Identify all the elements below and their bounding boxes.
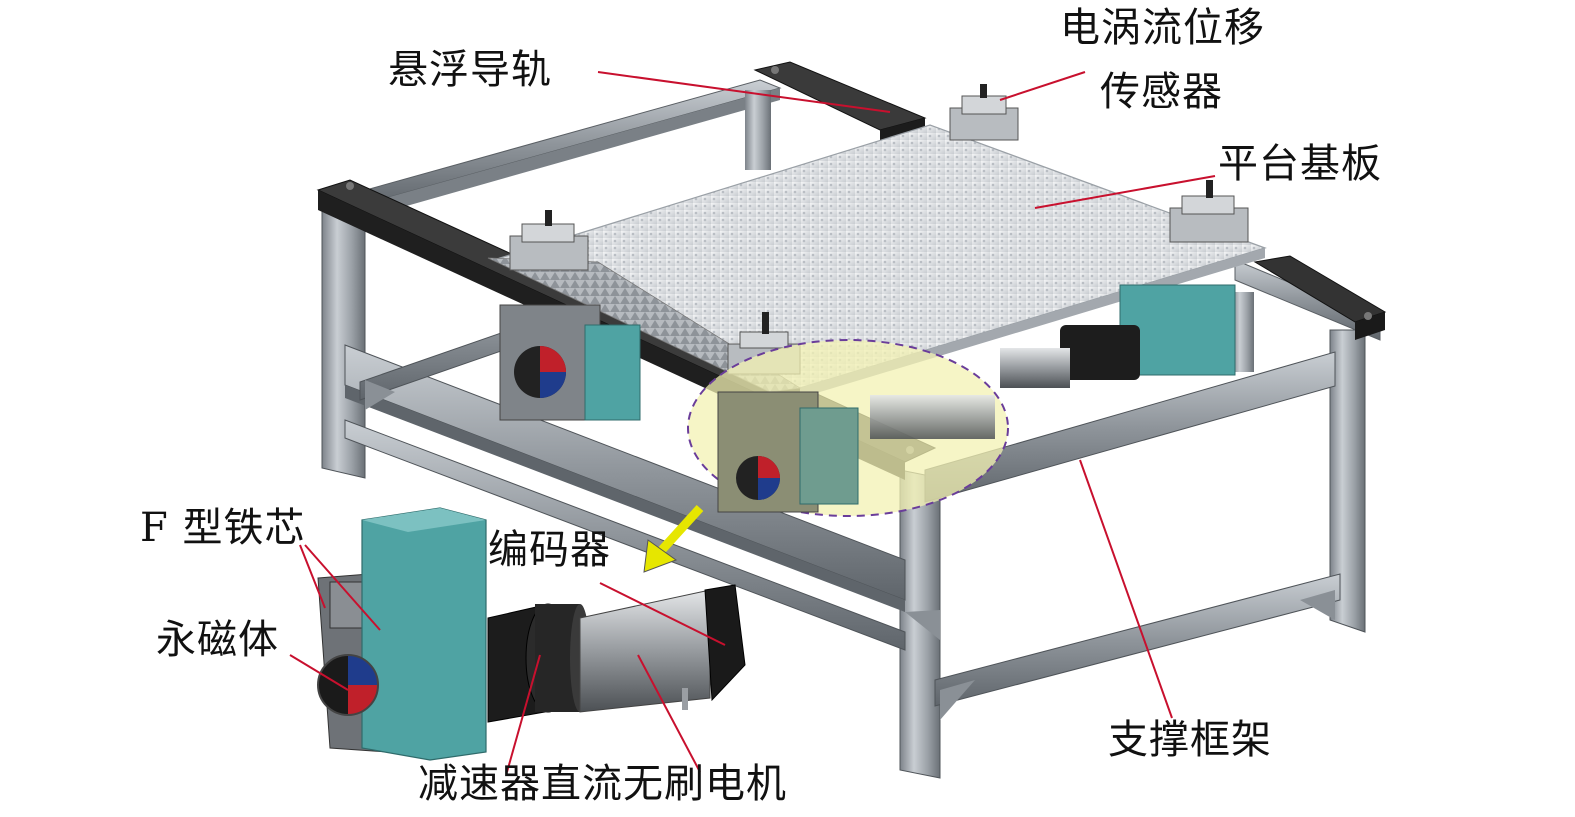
sensor-top xyxy=(949,84,1019,141)
leader-f-core-a xyxy=(299,544,326,609)
label-f-core: F 型铁芯 xyxy=(140,505,306,551)
leader-f-core-b xyxy=(304,544,381,631)
leader-permanent-magnet xyxy=(289,654,349,691)
iron-core-cyan xyxy=(361,507,487,761)
permanent-magnet xyxy=(317,654,379,716)
leader-suspension-rail xyxy=(597,71,891,113)
support-frame xyxy=(321,79,1381,779)
label-reducer-motor: 减速器直流无刷电机 xyxy=(418,761,787,807)
label-eddy-sensor-line2: 传感器 xyxy=(1100,69,1223,115)
zoom-arrow xyxy=(643,504,704,573)
label-suspension-rail: 悬浮导轨 xyxy=(388,47,552,93)
sensor-left xyxy=(509,210,589,271)
maglev-module-right xyxy=(1000,284,1236,388)
leader-eddy-sensor xyxy=(999,71,1086,101)
label-encoder: 编码器 xyxy=(488,527,611,573)
gear-reducer xyxy=(487,603,590,723)
maglev-module-left xyxy=(499,304,641,421)
dc-brushless-motor xyxy=(579,584,746,713)
enlarged-module xyxy=(317,507,746,761)
label-eddy-sensor-line1: 电涡流位移 xyxy=(1060,5,1265,51)
leader-support-frame xyxy=(1079,459,1173,719)
leader-platform-base xyxy=(1034,175,1216,209)
eddy-current-sensors xyxy=(509,84,1249,375)
leader-motor xyxy=(637,654,701,773)
sensor-right xyxy=(1169,180,1249,243)
label-platform-base: 平台基板 xyxy=(1218,141,1382,187)
leader-encoder xyxy=(599,582,726,646)
leader-reducer xyxy=(506,654,541,773)
label-support-frame: 支撑框架 xyxy=(1108,717,1272,763)
leader-lines xyxy=(289,71,1216,773)
highlight-region xyxy=(687,339,1009,517)
label-permanent-magnet: 永磁体 xyxy=(156,617,279,663)
